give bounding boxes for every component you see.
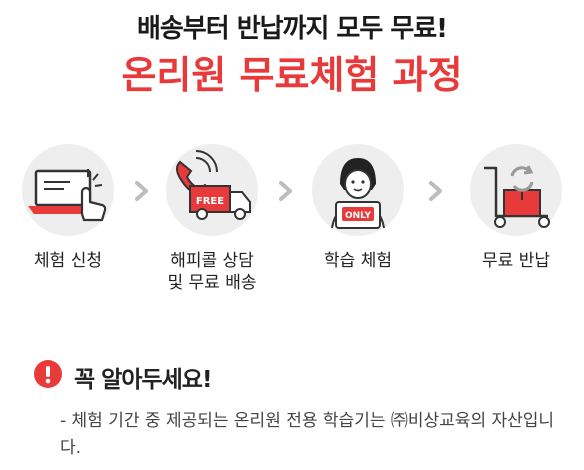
step-trial-label: 학습 체험: [324, 251, 392, 271]
step-return-circle: [470, 144, 562, 236]
person-tablet-icon: ONLY: [331, 158, 385, 229]
step-return-label: 무료 반납: [482, 251, 550, 271]
step-call-ship-label-1: 해피콜 상담: [170, 251, 254, 271]
headline-top: 배송부터 반납까지 모두 무료!: [136, 14, 448, 44]
notice-text: - 체험 기간 중 제공되는 온리원 전용 학습기는 ㈜비상교육의 자산입니다.: [60, 411, 555, 458]
step-call-ship-label-2: 및 무료 배송: [167, 273, 257, 293]
chevron-right-icon: [279, 181, 292, 201]
step-call-ship-circle: FREE: [166, 144, 258, 236]
cart-box-return-icon: [484, 165, 550, 228]
notice-title: 꼭 알아두세요!: [74, 367, 212, 393]
phone-free-truck-icon: FREE: [176, 150, 251, 220]
only-badge-text: ONLY: [345, 211, 372, 221]
step-apply-circle: [22, 144, 114, 236]
chevron-right-icon: [135, 181, 148, 201]
step-apply-label: 체험 신청: [34, 251, 102, 271]
free-badge-text: FREE: [196, 196, 224, 207]
exclamation-icon: [34, 360, 62, 388]
chevron-right-icon: [429, 181, 442, 201]
laptop-click-icon: [28, 169, 107, 222]
step-trial-circle: ONLY: [312, 144, 404, 236]
headline-main: 온리원 무료체험 과정: [121, 53, 463, 97]
